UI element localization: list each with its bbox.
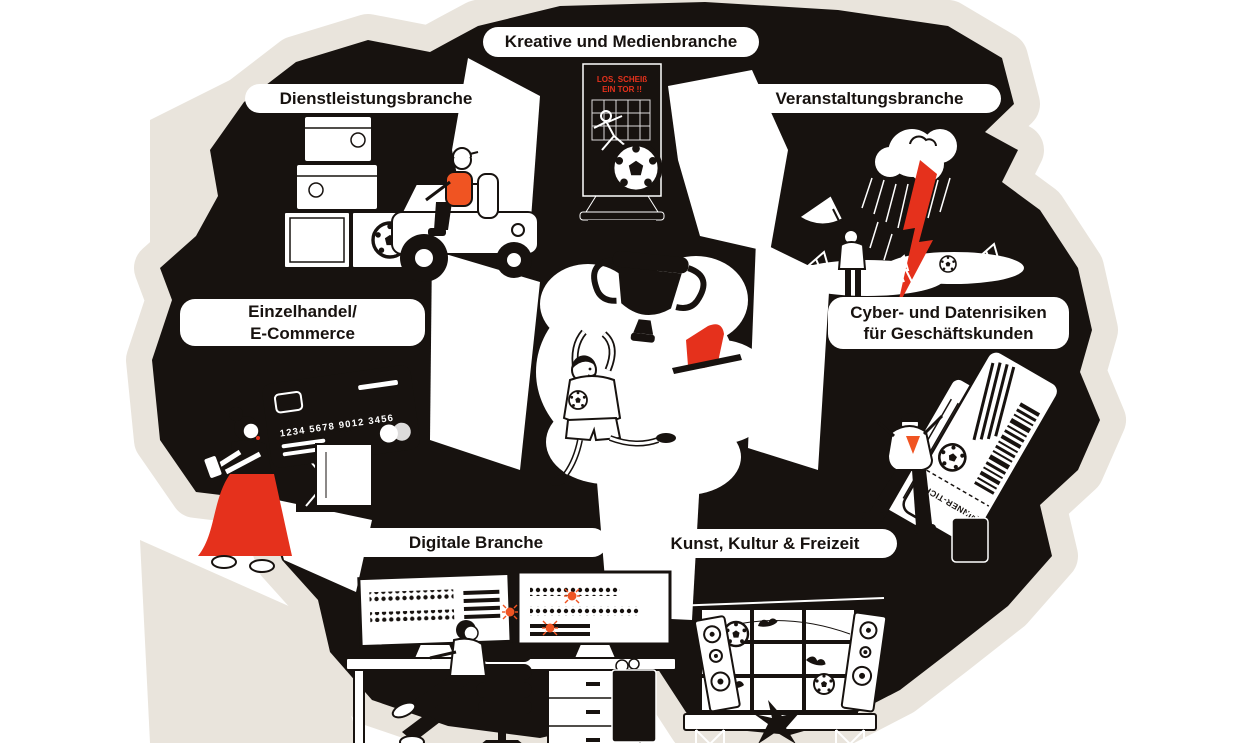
football-poster-illustration: LOS, SCHEIß EIN TOR !! xyxy=(579,63,665,226)
label-cyber-datenrisiken: Cyber- und Datenrisiken für Geschäftskun… xyxy=(828,297,1069,349)
soccer-ball-icon xyxy=(612,144,660,192)
phone-icon xyxy=(202,454,224,480)
poster-line1: LOS, SCHEIß xyxy=(597,75,647,84)
label-text: für Geschäftskunden xyxy=(863,324,1034,343)
goalkeeper-figure xyxy=(593,110,629,151)
ticket-carrier-person xyxy=(862,413,944,534)
label-kunst-kultur-freizeit: Kunst, Kultur & Freizeit xyxy=(633,529,897,558)
label-digitale-branche: Digitale Branche xyxy=(345,528,607,557)
player xyxy=(550,329,676,486)
cloud-icon xyxy=(909,135,937,147)
label-veranstaltungsbranche: Veranstaltungsbranche xyxy=(738,84,1001,113)
forklift-boxes-illustration xyxy=(283,115,539,282)
label-text: Digitale Branche xyxy=(408,532,544,552)
red-skirt xyxy=(198,474,292,556)
star-burst xyxy=(754,700,800,743)
trophy-icon xyxy=(591,250,707,343)
label-dienstleistungsbranche: Dienstleistungsbranche xyxy=(245,84,507,113)
speaker-tower-right xyxy=(840,611,888,713)
stage-illustration xyxy=(671,597,888,743)
briefcase-icon xyxy=(951,512,989,563)
computer-desk-illustration xyxy=(345,570,677,743)
goal-net xyxy=(591,99,651,141)
seated-person xyxy=(391,620,532,743)
earring xyxy=(256,436,260,440)
forklift xyxy=(391,147,539,282)
driver-vest xyxy=(445,171,473,207)
poster-line2: EIN TOR !! xyxy=(602,85,642,94)
umbrella-icon xyxy=(797,193,845,226)
label-text: Kreative und Medienbranche xyxy=(504,32,738,52)
truss-legs xyxy=(695,729,865,743)
jersey-ball-logo xyxy=(568,390,588,410)
label-text: Dienstleistungsbranche xyxy=(279,88,473,108)
storm-umbrella-illustration xyxy=(789,129,1024,308)
soccer-ball-icon xyxy=(939,255,957,273)
red-boot-icon xyxy=(672,324,742,374)
credit-card-icon: 1234 5678 9012 3456 xyxy=(262,365,420,468)
soccer-ball-icon xyxy=(813,673,835,695)
shopping-bag-icon xyxy=(315,427,373,507)
label-text: Kunst, Kultur & Freizeit xyxy=(670,533,860,553)
label-einzelhandel-ecommerce: Einzelhandel/ E-Commerce xyxy=(180,299,425,346)
umbrella-person xyxy=(797,193,867,302)
speaker-tower-left xyxy=(694,615,741,713)
trophy-football-player-illustration xyxy=(536,250,776,495)
ticket-barcode xyxy=(974,402,1041,495)
label-text: E-Commerce xyxy=(250,323,355,343)
ticket-stripes xyxy=(972,362,1016,441)
label-text: Cyber- und Datenrisiken xyxy=(850,302,1047,322)
winner-ticket-illustration: WINNER-TICKET xyxy=(862,350,1060,563)
label-text: Einzelhandel/ xyxy=(248,302,357,322)
rain-lines xyxy=(861,177,951,261)
label-text: Veranstaltungsbranche xyxy=(775,88,964,108)
left-monitor xyxy=(357,571,513,649)
paper-patch xyxy=(140,540,360,743)
right-monitor xyxy=(516,570,672,646)
credit-card-shopping-illustration: 1234 5678 9012 3456 xyxy=(198,365,420,573)
shopper-woman xyxy=(198,407,292,573)
waste-bin xyxy=(611,658,657,743)
label-kreative-medienbranche: Kreative und Medienbranche xyxy=(483,27,759,57)
